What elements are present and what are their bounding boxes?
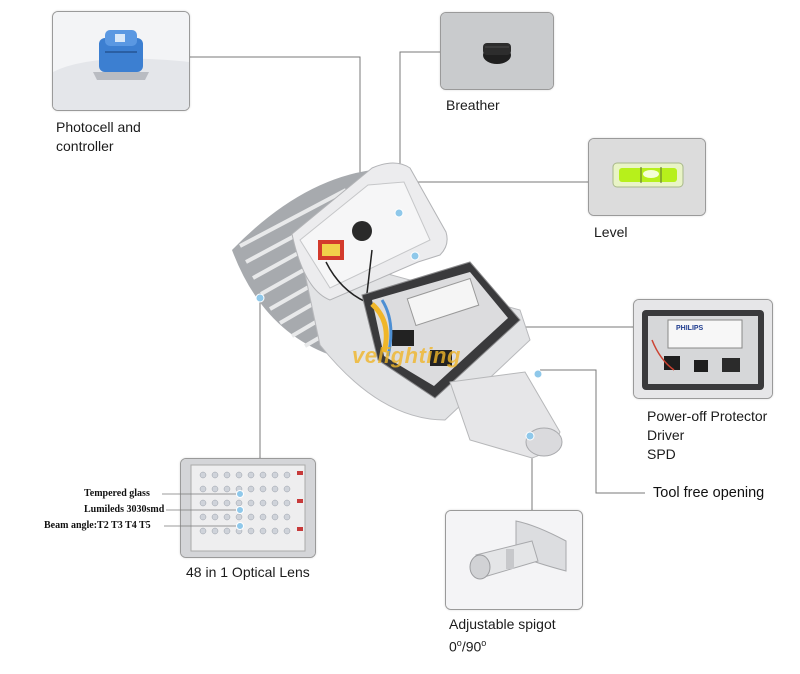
- degree-mark: o: [481, 638, 487, 648]
- photocell-label-line: Photocell and: [56, 119, 141, 135]
- leader-breather: [399, 51, 440, 210]
- spigot-angle-sep: /: [461, 638, 466, 655]
- photocell-icon: [53, 12, 189, 110]
- lens-label-tempered-glass: Tempered glass: [84, 488, 150, 499]
- leader-tool-free: [540, 369, 645, 494]
- lens-marker-dot: [236, 506, 244, 514]
- driver-label-line: Driver: [647, 427, 685, 443]
- marker-dot: [533, 369, 543, 379]
- watermark-text: velighting: [352, 343, 461, 368]
- photocell-label-line: controller: [56, 138, 114, 154]
- level-thumbnail: [588, 138, 706, 216]
- marker-dot: [525, 431, 535, 441]
- photocell-thumbnail: [52, 11, 190, 111]
- tool-free-label: Tool free opening: [653, 485, 765, 501]
- level-label: Level: [594, 223, 627, 242]
- breather-label-line: Breather: [446, 97, 500, 113]
- spigot-label: Adjustable spigot 0o/90o: [449, 615, 556, 657]
- lens-label-beam-angle: Beam angle:T2 T3 T4 T5: [44, 520, 151, 531]
- photocell-label: Photocell and controller: [56, 118, 141, 156]
- spigot-thumbnail: [445, 510, 583, 610]
- spigot-angle-a: 0: [449, 638, 457, 655]
- marker-dot: [394, 208, 404, 218]
- driver-brand-text: PHILIPS: [676, 325, 704, 332]
- spigot-angle: 0o/90o: [449, 634, 556, 657]
- driver-label-line: SPD: [647, 446, 676, 462]
- spigot-label-line: Adjustable spigot: [449, 616, 556, 632]
- spigot-angle-b: 90: [465, 638, 482, 655]
- driver-label-line: Power-off Protector: [647, 408, 768, 424]
- breather-thumbnail: [440, 12, 554, 90]
- level-icon: [589, 139, 705, 215]
- marker-dot: [255, 293, 265, 303]
- lens-caption: 48 in 1 Optical Lens: [186, 564, 310, 580]
- driver-icon: PHILIPS: [634, 300, 772, 398]
- marker-dot: [410, 251, 420, 261]
- driver-label: Power-off Protector Driver SPD: [647, 407, 767, 464]
- spigot-icon: [446, 511, 582, 609]
- degree-mark: o: [456, 638, 462, 648]
- lens-marker-dot: [236, 522, 244, 530]
- lens-thumbnail: [180, 458, 316, 558]
- level-label-line: Level: [594, 224, 628, 240]
- driver-thumbnail: PHILIPS: [633, 299, 773, 399]
- leader-photocell: [188, 56, 361, 225]
- lens-icon: [181, 459, 315, 557]
- lens-label-leds: Lumileds 3030smd: [84, 504, 165, 515]
- breather-label: Breather: [446, 96, 500, 115]
- lens-marker-dot: [236, 490, 244, 498]
- breather-icon: [441, 13, 553, 89]
